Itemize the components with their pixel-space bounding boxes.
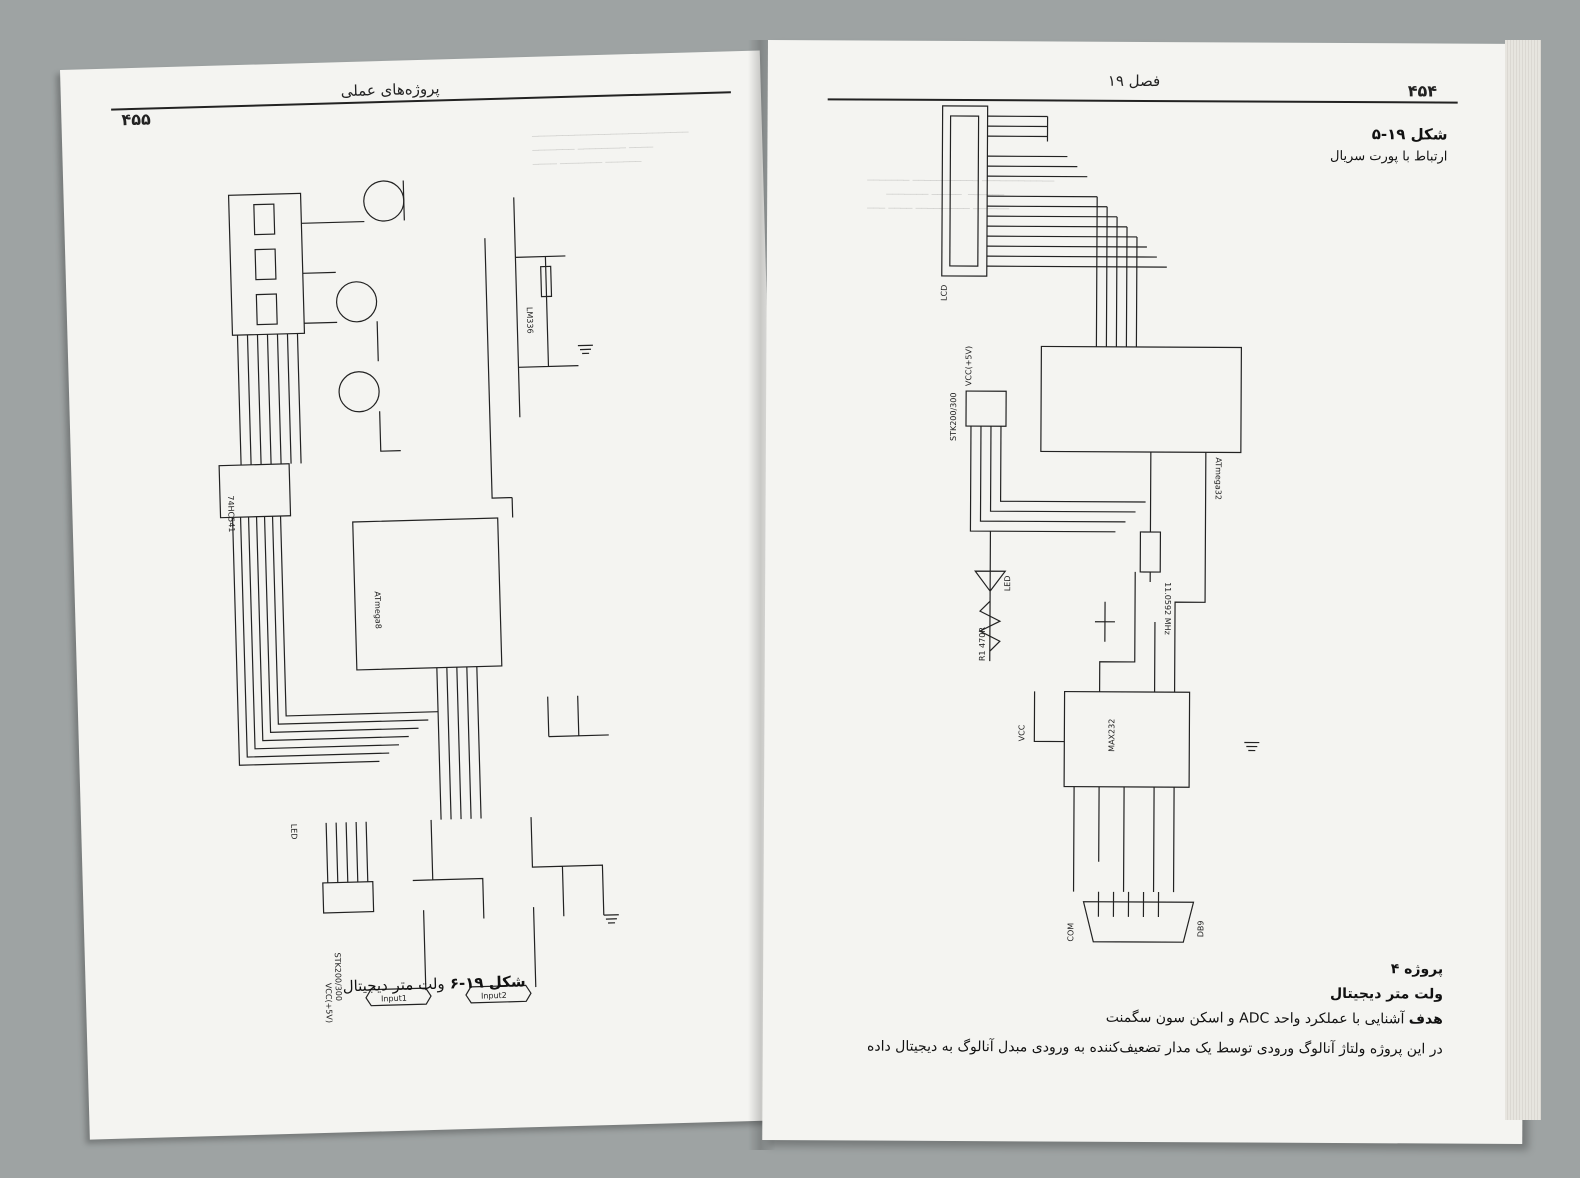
input2-terminal xyxy=(465,984,532,1004)
label-stk200: STK200/300 xyxy=(333,952,343,1001)
atmega32-chip xyxy=(1040,345,1242,454)
label-r1: R1 470R xyxy=(978,627,987,662)
label-atmega32: ATmega32 xyxy=(1214,457,1223,500)
label-db9: DB9 xyxy=(1196,921,1205,938)
project-description: در این پروژه ولتاژ آنالوگ ورودی توسط یک … xyxy=(867,1038,1443,1058)
q1-transistor xyxy=(338,371,380,413)
project-title: ولت متر دیجیتال xyxy=(1329,985,1444,1003)
label-led: LED xyxy=(289,824,298,840)
label-vcc: VCC(+5V) xyxy=(324,983,334,1023)
label-stk200: STK200/300 xyxy=(949,393,958,441)
label-com: COM xyxy=(1066,923,1075,942)
q2-transistor xyxy=(335,281,378,323)
project-heading: پروژه ۴ xyxy=(1390,961,1444,978)
max232-chip xyxy=(1063,690,1191,788)
page-number: ۴۵۴ xyxy=(1407,81,1438,101)
label-input2: Input2 xyxy=(481,991,507,1001)
atmega8-chip xyxy=(352,517,503,671)
label-lcd: LCD xyxy=(940,285,949,301)
crystal xyxy=(1139,531,1162,573)
db9-connector xyxy=(1082,901,1195,943)
page-number: ۴۵۵ xyxy=(121,109,151,130)
q3-transistor xyxy=(363,180,405,222)
label-74hc541: 74HC541 xyxy=(226,495,236,532)
label-vcc-5v: VCC(+5V) xyxy=(964,346,973,386)
project-goal: هدف آشنایی با عملکرد واحد ADC و اسکن سون… xyxy=(1023,1006,1443,1030)
goal-label: هدف xyxy=(1408,1011,1443,1028)
label-atmega8: ATmega8 xyxy=(373,591,383,629)
left-page: ۴۵۵ پروژه‌های عملی ─────────────────────… xyxy=(60,50,790,1140)
seven-segment-display xyxy=(227,192,306,336)
page-edges xyxy=(1505,40,1541,1120)
stk200-header xyxy=(322,880,375,914)
stk200-header xyxy=(965,390,1007,427)
label-crystal: 11.0592 MHz xyxy=(1163,582,1172,635)
label-input1: Input1 xyxy=(381,994,407,1004)
running-head: فصل ۱۹ xyxy=(1107,71,1161,91)
label-lm336: LM336 xyxy=(525,307,535,334)
running-head: پروژه‌های عملی xyxy=(340,79,440,101)
voltmeter-schematic: 74HC541 ATmega8 LM336 STK200/300 Input1 … xyxy=(218,180,619,1023)
input1-terminal xyxy=(365,987,432,1007)
right-page: ۴۵۴ فصل ۱۹ شکل ۱۹-۵ ارتباط با پورت سریال… xyxy=(762,40,1528,1144)
label-vcc: VCC xyxy=(1017,724,1026,741)
74hc541-chip xyxy=(218,463,292,519)
pot3 xyxy=(540,265,553,298)
label-max232: MAX232 xyxy=(1107,719,1116,752)
serial-port-schematic: LCD ATmega32 STK200/300 VCC(+5V) 11.0592… xyxy=(940,105,1260,943)
goal-text: آشنایی با عملکرد واحد ADC و اسکن سون سگم… xyxy=(1105,1009,1405,1028)
label-led: LED xyxy=(1003,576,1012,592)
lcd-module xyxy=(941,105,989,277)
caption-label: شکل ۱۹-۶ xyxy=(449,972,526,993)
caption-title: ولت متر دیجیتال xyxy=(342,974,445,996)
